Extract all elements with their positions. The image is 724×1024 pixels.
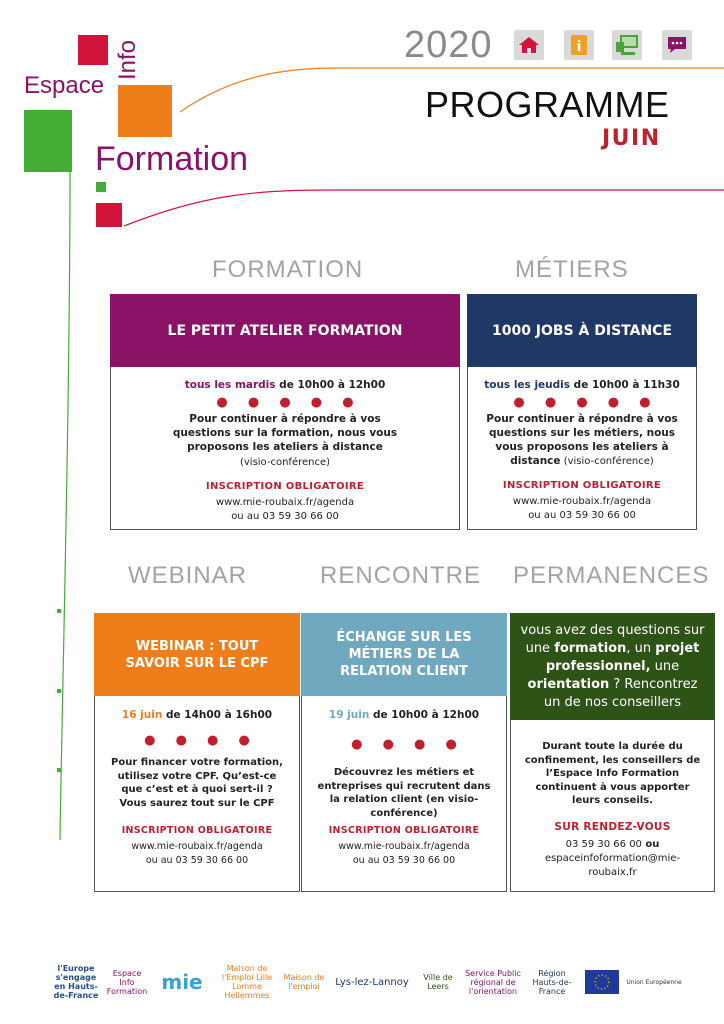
section-formation: FORMATION: [212, 256, 364, 283]
svg-text:i: i: [577, 39, 582, 55]
card-jobs-link[interactable]: www.mie-roubaix.fr/agenda: [512, 496, 652, 507]
logo-square-crimson-bottom: [96, 203, 122, 227]
footer-logo-service-public-orientation: Service Public régional de l'orientation: [465, 968, 521, 996]
page-month: JUIN: [602, 126, 661, 151]
card-webinar-body: 16 juin de 14h00 à 16h00 ● ● ● ● Pour fi…: [95, 708, 299, 868]
computer-icon[interactable]: [612, 30, 642, 60]
footer-logo-maison-emploi-lille: Maison de l'Emploi Lille Lomme Hellemmes: [221, 964, 273, 1000]
card-atelier-description: Pour continuer à répondre à vos question…: [172, 413, 398, 468]
card-atelier-phone: ou au 03 59 30 66 00: [231, 511, 339, 522]
card-jobs-body: tous les jeudis de 10h00 à 11h30 ● ● ● ●…: [468, 378, 696, 523]
footer-logo-mie: mie: [161, 970, 203, 994]
card-jobs-inscription: INSCRIPTION OBLIGATOIRE: [502, 480, 662, 491]
section-permanences: PERMANENCES: [513, 562, 710, 589]
card-echange-link[interactable]: www.mie-roubaix.fr/agenda: [338, 841, 470, 852]
card-webinar-link[interactable]: www.mie-roubaix.fr/agenda: [131, 841, 263, 852]
logo-square-green-small: [96, 182, 106, 192]
card-jobs-phone: ou au 03 59 30 66 00: [528, 510, 636, 521]
info-icon[interactable]: i: [564, 30, 594, 60]
section-rencontre: RENCONTRE: [320, 562, 482, 589]
footer-logo-union-europeenne: [584, 962, 620, 1002]
footer-logo-espace-info-formation: Espace Info Formation: [106, 968, 148, 996]
card-atelier-inscription: INSCRIPTION OBLIGATOIRE: [205, 481, 365, 492]
year: 2020: [404, 24, 493, 66]
card-echange-body: 19 juin de 10h00 à 12h00 ● ● ● ● Découvr…: [302, 708, 506, 868]
footer-logo-europe: l'Europe s'engage en Hauts-de-France: [53, 964, 99, 1000]
separator-dots: ● ● ● ●: [144, 733, 258, 748]
logo-word-formation: Formation: [95, 140, 249, 178]
card-1000-jobs: 1000 JOBS À DISTANCE tous les jeudis de …: [467, 294, 697, 530]
separator-dots: ● ● ● ● ●: [513, 395, 659, 410]
card-atelier-formation: LE PETIT ATELIER FORMATION tous les mard…: [110, 294, 460, 530]
footer-logo-region-hdf: Région Hauts-de-France: [532, 968, 572, 996]
card-permanences-head: vous avez des questions sur une formatio…: [510, 613, 715, 720]
logo-square-crimson-top: [78, 35, 108, 65]
card-permanences-phone: 03 59 30 66 00 ou: [565, 838, 660, 850]
card-jobs-title: 1000 JOBS À DISTANCE: [467, 294, 697, 367]
logo-square-orange: [118, 85, 172, 137]
footer-logo-maison-emploi: Maison de l'emploi: [283, 973, 325, 991]
separator-dots: ● ● ● ●: [351, 737, 465, 752]
card-atelier-schedule: tous les mardis de 10h00 à 12h00: [184, 379, 386, 391]
card-echange-inscription: INSCRIPTION OBLIGATOIRE: [328, 825, 480, 836]
card-permanences-body: Durant toute la durée du confinement, le…: [511, 740, 714, 880]
page-title: PROGRAMME: [425, 84, 670, 125]
logo-word-espace: Espace: [24, 72, 105, 99]
card-jobs-description: Pour continuer à répondre à vos question…: [486, 413, 678, 467]
card-permanences-email[interactable]: espaceinfoformation@mie-roubaix.fr: [544, 852, 681, 878]
card-echange-phone: ou au 03 59 30 66 00: [352, 855, 456, 866]
section-metiers: MÉTIERS: [515, 256, 629, 283]
card-webinar-schedule: 16 juin de 14h00 à 16h00: [121, 709, 273, 721]
card-webinar-cpf: WEBINAR : TOUT SAVOIR SUR LE CPF 16 juin…: [94, 613, 300, 892]
home-icon[interactable]: [514, 30, 544, 60]
chat-icon[interactable]: [662, 30, 692, 60]
card-webinar-description: Pour financer votre formation, utilisez …: [111, 757, 283, 809]
card-jobs-schedule: tous les jeudis de 10h00 à 11h30: [484, 379, 680, 391]
card-atelier-link[interactable]: www.mie-roubaix.fr/agenda: [215, 497, 355, 508]
logo-square-green: [24, 110, 72, 172]
card-permanences: vous avez des questions sur une formatio…: [510, 613, 715, 892]
card-atelier-title: LE PETIT ATELIER FORMATION: [110, 294, 460, 367]
card-echange-title: ÉCHANGE SUR LES MÉTIERS DE LA RELATION C…: [301, 613, 507, 696]
card-webinar-inscription: INSCRIPTION OBLIGATOIRE: [121, 825, 273, 836]
footer-logo-lys-lez-lannoy: Lys-lez-Lannoy: [335, 976, 409, 988]
eu-flag-icon: [585, 970, 619, 994]
card-webinar-phone: ou au 03 59 30 66 00: [145, 855, 249, 866]
card-echange-schedule: 19 juin de 10h00 à 12h00: [328, 709, 480, 721]
card-permanences-rdv: SUR RENDEZ-VOUS: [554, 820, 671, 833]
section-webinar: WEBINAR: [128, 562, 248, 589]
footer-logo-union-europeenne-label: Union Européenne: [626, 978, 682, 986]
card-permanences-description: Durant toute la durée du confinement, le…: [524, 741, 701, 806]
separator-dots: ● ● ● ● ●: [216, 395, 362, 410]
card-atelier-body: tous les mardis de 10h00 à 12h00 ● ● ● ●…: [111, 378, 459, 524]
card-echange-description: Découvrez les métiers et entreprises qui…: [317, 767, 491, 819]
footer-logo-leers: Ville de Leers: [423, 973, 453, 991]
card-webinar-title: WEBINAR : TOUT SAVOIR SUR LE CPF: [94, 613, 300, 696]
card-echange-relation-client: ÉCHANGE SUR LES MÉTIERS DE LA RELATION C…: [301, 613, 507, 892]
